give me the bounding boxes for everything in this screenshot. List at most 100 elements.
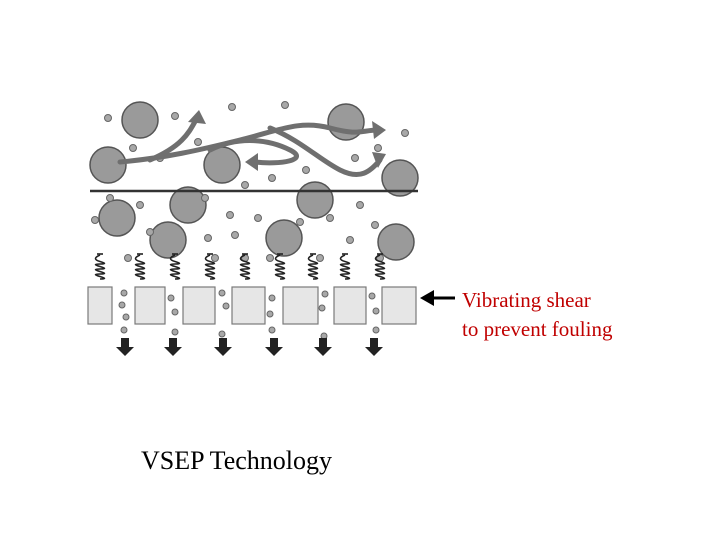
small-particle [204,234,212,242]
small-particles [91,101,409,262]
annotation-line-2: to prevent fouling [462,317,613,341]
flow-arrowhead [372,152,386,168]
vibration-spring-icon [169,254,181,280]
flow-arrowhead [245,153,258,171]
permeate-arrow-icon [214,338,232,356]
permeate-particle [218,289,226,297]
large-particle [377,223,415,261]
permeate-particle [318,304,326,312]
large-particle [121,101,159,139]
permeate-particle [118,301,126,309]
small-particle [351,154,359,162]
permeate-particle [120,326,128,334]
membrane-block [182,286,216,325]
permeate-particle [171,308,179,316]
small-particle [136,201,144,209]
small-particle [302,166,310,174]
vibration-spring-icon [274,254,286,280]
small-particle [241,181,249,189]
flow-arrowheads [188,110,386,171]
small-particle [124,254,132,262]
flow-arrow [267,125,383,177]
small-particle [106,194,114,202]
small-particle [346,236,354,244]
permeate-arrow-icon [365,338,383,356]
vibration-spring-icon [307,254,319,280]
small-particle [374,144,382,152]
large-particles [89,101,419,261]
vibration-spring-icon [134,254,146,280]
small-particle [211,254,219,262]
permeate-particle [266,310,274,318]
pointer-arrow-icon [420,290,455,306]
flow-arrowhead [188,110,206,124]
permeate-arrows [116,338,383,356]
permeate-particle [321,290,329,298]
large-particle [381,159,419,197]
permeate-particle [171,328,179,336]
small-particle [316,254,324,262]
permeate-particle [368,292,376,300]
permeate-particle [167,294,175,302]
membrane-block [231,286,266,325]
large-particle [149,221,187,259]
vibration-spring-icon [239,254,251,280]
large-particle [296,181,334,219]
vibration-spring-icon [204,254,216,280]
small-particle [371,221,379,229]
permeate-particle [372,307,380,315]
small-particle [266,254,274,262]
permeate-particles [118,289,380,340]
vibration-spring-icon [94,254,106,280]
permeate-arrow-icon [265,338,283,356]
small-particle [356,201,364,209]
flow-arrows [117,115,383,177]
small-particle [268,174,276,182]
small-particle [146,228,154,236]
small-particle [326,214,334,222]
flow-arrowhead [372,121,386,139]
small-particle [296,218,304,226]
permeate-particle [268,294,276,302]
membrane-row [87,286,417,325]
membrane-block [87,286,113,325]
vibration-springs [94,253,386,280]
large-particle [89,146,127,184]
permeate-particle [372,326,380,334]
large-particle [327,103,365,141]
small-particle [228,103,236,111]
membrane-block [333,286,367,325]
small-particle [129,144,137,152]
membrane-block [381,286,417,325]
small-particle [254,214,262,222]
small-particle [281,101,289,109]
membrane-block [134,286,166,325]
small-particle [104,114,112,122]
small-particle [91,216,99,224]
small-particle [226,211,234,219]
permeate-particle [122,313,130,321]
permeate-particle [120,289,128,297]
small-particle [171,112,179,120]
annotation-line-1: Vibrating shear [462,288,591,312]
flow-arrow [117,122,383,165]
permeate-arrow-icon [164,338,182,356]
large-particle [265,219,303,257]
small-particle [194,138,202,146]
flow-arrow [207,138,300,166]
permeate-arrow-icon [314,338,332,356]
small-particle [231,231,239,239]
permeate-particle [268,326,276,334]
permeate-particle [218,330,226,338]
vibration-spring-icon [339,254,351,280]
caption: VSEP Technology [141,446,333,475]
small-particle [401,129,409,137]
large-particle [98,199,136,237]
membrane-block [282,286,319,325]
vibration-spring-icon [374,254,386,280]
permeate-particle [222,302,230,310]
permeate-arrow-icon [116,338,134,356]
large-particle [169,186,207,224]
small-particle [201,194,209,202]
